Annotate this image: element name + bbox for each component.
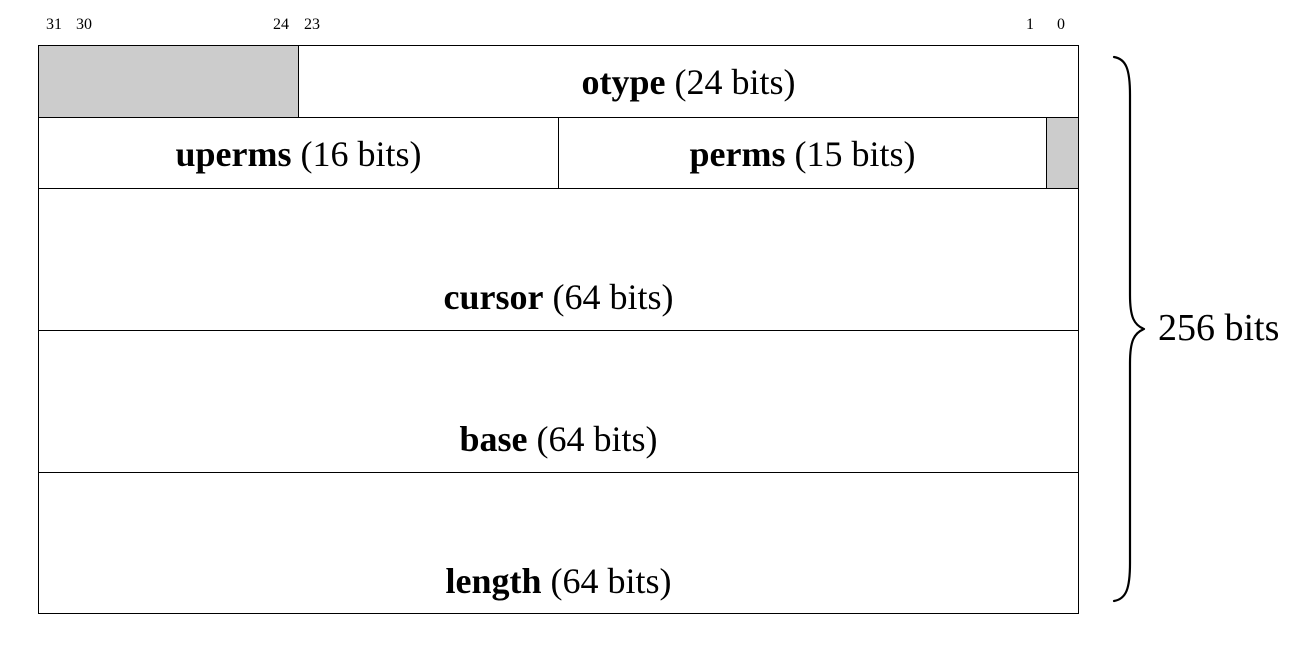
reserved-field-high [39,46,299,117]
cursor-label: cursor (64 bits) [39,277,1078,317]
uperms-name: uperms [175,134,292,174]
perms-name: perms [689,134,786,174]
perms-label: perms (15 bits) [559,134,1046,174]
otype-label: otype (24 bits) [299,62,1078,102]
bit-index-0: 0 [1057,16,1065,33]
base-label: base (64 bits) [39,419,1078,459]
bit-index-1: 1 [1026,16,1034,33]
bit-index-30: 30 [76,16,92,33]
length-label: length (64 bits) [39,561,1078,601]
row-otype: otype (24 bits) [39,46,1078,117]
capability-layout: otype (24 bits) uperms (16 bits) perms (… [38,45,1079,614]
perms-size: (15 bits) [794,134,916,174]
brace-icon [1112,55,1146,603]
row-permissions: uperms (16 bits) perms (15 bits) [39,117,1078,188]
uperms-field: uperms (16 bits) [39,118,559,188]
perms-field: perms (15 bits) [559,118,1047,188]
length-size: (64 bits) [550,561,672,601]
row-length: length (64 bits) [39,472,1078,614]
uperms-size: (16 bits) [300,134,422,174]
bit-index-31: 31 [46,16,62,33]
cursor-size: (64 bits) [552,277,674,317]
length-name: length [445,561,542,601]
total-size-label: 256 bits [1158,307,1280,349]
uperms-label: uperms (16 bits) [39,134,558,174]
bit-index-24: 24 [273,16,289,33]
bit-index-23: 23 [304,16,320,33]
otype-name: otype [581,62,666,102]
otype-field: otype (24 bits) [299,46,1078,117]
otype-size: (24 bits) [674,62,796,102]
cursor-name: cursor [443,277,544,317]
base-size: (64 bits) [536,419,658,459]
reserved-field-low [1047,118,1078,188]
row-cursor: cursor (64 bits) [39,188,1078,330]
base-name: base [459,419,528,459]
row-base: base (64 bits) [39,330,1078,472]
